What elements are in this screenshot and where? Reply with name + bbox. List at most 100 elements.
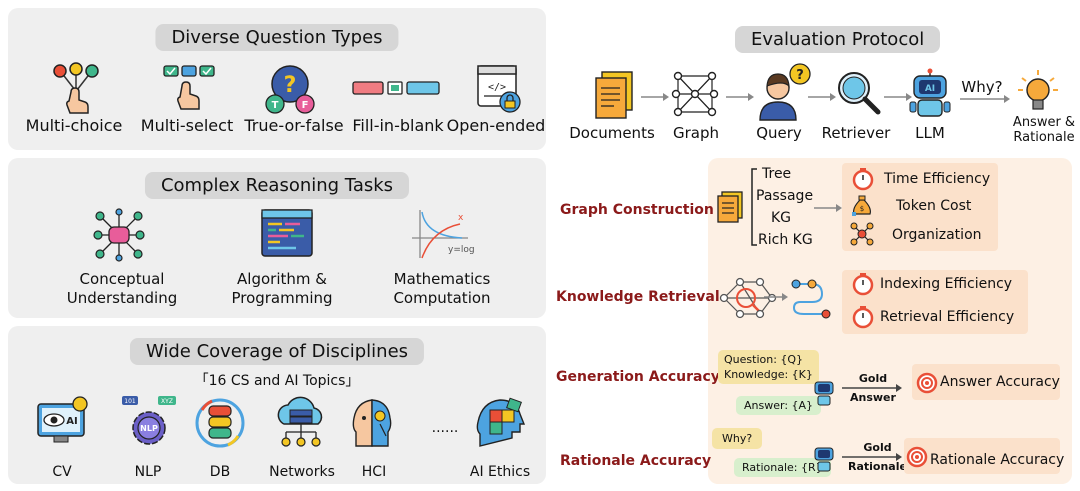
nlp-label: NLP [134,464,162,480]
metric-answer-accuracy: Answer Accuracy [940,374,1060,390]
stopwatch-retrieval-icon [852,306,874,329]
graph-type-tree: Tree [762,166,792,182]
gold-answer-line2: Answer [850,391,896,404]
conceptual-label: Conceptual Understanding [67,270,178,308]
graph-type-kg: KG [771,210,792,226]
nlp-icon-num: 101 [124,398,136,405]
nlp-gear-icon: 101 XYZ NLP [122,396,176,445]
database-icon [195,398,245,448]
rationale-prompt-box: Why? [712,428,763,449]
svg-text:?: ? [284,73,297,98]
arrow-ra-icon [842,453,902,461]
rationale-accuracy-box [904,438,1060,474]
graph-icon [671,71,719,117]
kr-metrics-box [842,270,1028,334]
hci-head-icon [352,399,392,447]
nlp-icon-xyz: XYZ [161,398,173,405]
stopwatch-icon [852,168,874,191]
hci-label: HCI [361,464,387,480]
algorithm-label-line2: Programming [231,289,333,307]
cv-label: CV [52,464,72,480]
db-label: DB [209,464,231,480]
svg-text:T: T [272,100,279,111]
ai-ethics-label: AI Ethics [469,464,531,480]
fill-in-blank-icon [352,81,440,95]
generation-robot-icon [814,381,834,406]
graph-types-bracket [751,168,757,246]
gold-rationale-label: Gold Rationale [848,441,907,473]
code-window-icon [261,209,313,257]
ellipsis: ...... [431,420,459,436]
retrieved-path-icon [791,279,831,319]
gold-answer-line1: Gold [858,372,888,385]
network-cloud-icon [277,396,323,447]
graph-label: Graph [672,124,720,142]
rationale-accuracy-label: Rationale Accuracy [560,453,712,469]
brain-network-icon [93,208,145,262]
query-label: Query [756,124,802,142]
nlp-icon-text: NLP [140,424,158,433]
math-label: Mathematics Computation [393,270,490,308]
metric-time-efficiency: Time Efficiency [884,171,991,187]
money-bag-icon: $ [852,195,871,216]
fill-in-blank-label: Fill-in-blank [352,116,444,135]
metric-retrieval-efficiency: Retrieval Efficiency [880,309,1015,325]
metric-rationale-accuracy: Rationale Accuracy [930,452,1065,468]
answer-rationale-label: Answer & Rationale [1013,115,1075,145]
generation-accuracy-label: Generation Accuracy [556,369,720,385]
disciplines-title: Wide Coverage of Disciplines [129,338,425,365]
multi-choice-icon [53,62,99,114]
stopwatch-indexing-icon [852,273,874,296]
metric-indexing-efficiency: Indexing Efficiency [880,276,1013,292]
metric-organization: Organization [892,227,982,243]
math-label-line1: Mathematics [393,270,491,288]
llm-label: LLM [915,124,945,142]
generation-prompt-line2: Knowledge: {K} [724,368,813,381]
organization-icon [850,222,874,246]
question-types-panel: Diverse Question Types ? T F [8,8,546,150]
retrieval-graph-icon [719,277,777,319]
disciplines-subtitle: 「16 CS and AI Topics」 [194,373,360,389]
arrow-5-icon [960,95,1010,103]
gold-rationale-line1: Gold [863,441,892,454]
gold-rationale-line2: Rationale [848,460,907,473]
networks-label: Networks [269,464,335,480]
doc-stack-icon [717,191,743,223]
retriever-magnifier-icon [838,72,881,115]
reasoning-title: Complex Reasoning Tasks [144,172,410,199]
retriever-label: Retriever [821,124,891,142]
arrow-3-icon [808,93,836,101]
answer-rationale-line2: Rationale [1013,130,1075,145]
llm-icon-text: AI [925,84,935,94]
true-false-icon: ? T F [265,65,315,114]
documents-label: Documents [569,124,655,142]
graph-type-rich-kg: Rich KG [758,232,813,248]
svg-text:</>: </> [488,82,506,93]
knowledge-retrieval-label: Knowledge Retrieval [556,289,720,305]
ai-ethics-puzzle-icon [476,397,526,447]
svg-text:x: x [458,213,464,223]
multi-select-icon [163,65,215,110]
math-graph-icon: y=log x [412,210,475,259]
protocol-title: Evaluation Protocol [735,26,941,53]
arrow-2-icon [726,93,754,101]
cv-eye-icon: AI [37,396,88,443]
query-person-icon: ? [759,63,811,121]
llm-robot-icon: AI [909,68,951,117]
svg-text:$: $ [860,205,864,213]
conceptual-label-line1: Conceptual [79,270,165,288]
svg-text:F: F [302,100,309,111]
arrow-ga-icon [842,384,902,392]
answer-rationale-line1: Answer & [1012,115,1076,130]
rationale-robot-icon [814,447,834,472]
generation-prompt-box: Question: {Q} Knowledge: {K} [718,350,819,384]
generation-prompt-line1: Question: {Q} [724,353,804,366]
why-label: Why? [961,78,1003,96]
math-label-line2: Computation [393,289,491,307]
multi-select-label: Multi-select [140,116,234,135]
open-ended-label: Open-ended [446,116,546,135]
graph-type-passage: Passage [756,188,814,204]
disciplines-panel: Wide Coverage of Disciplines 「16 CS and … [8,326,546,484]
question-types-title: Diverse Question Types [155,24,399,51]
lightbulb-icon [1018,70,1058,110]
